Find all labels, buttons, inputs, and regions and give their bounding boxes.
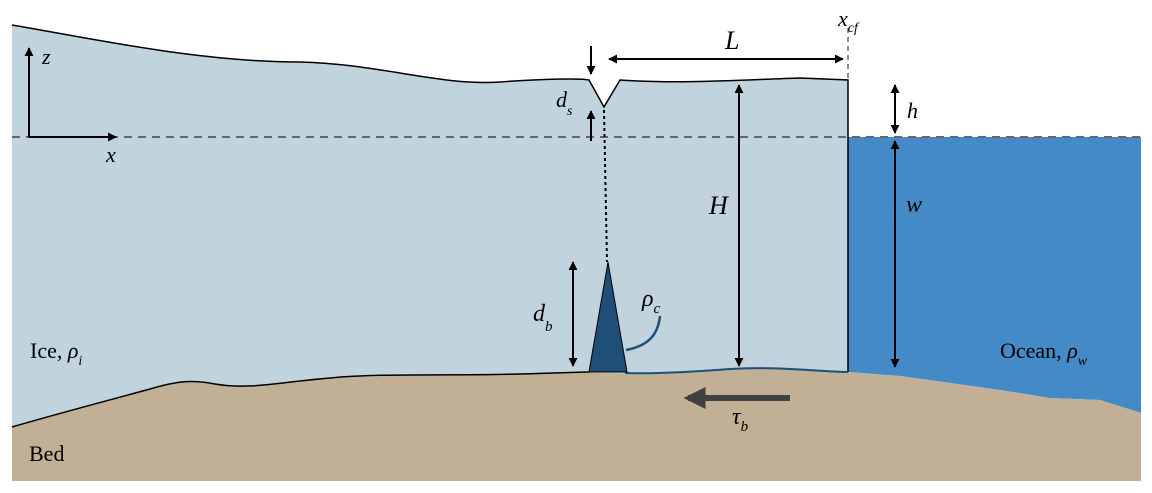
xcf-label: xcf	[837, 6, 860, 36]
L-label: L	[724, 26, 739, 55]
basal-crevasse	[588, 261, 628, 373]
rho-c-leader	[625, 315, 662, 352]
db-label: db	[533, 301, 553, 335]
H-label: H	[708, 191, 729, 220]
ice-base-outline-floating	[624, 367, 849, 375]
ice-label: Ice, ρi	[30, 338, 82, 369]
z-label: z	[41, 44, 51, 69]
ds-label: ds	[556, 87, 573, 119]
ocean-region	[848, 137, 1141, 413]
ice-region	[12, 25, 848, 427]
tau-b-label: τb	[732, 404, 749, 435]
ocean-label: Ocean, ρw	[1000, 338, 1088, 369]
ice-surface-outline	[11, 24, 849, 372]
bed-label: Bed	[29, 441, 64, 466]
bed-region	[12, 368, 1141, 481]
ice-base-outline	[11, 371, 591, 428]
h-label: h	[907, 98, 918, 123]
w-label: w	[906, 192, 922, 218]
crevasse-link-dotted	[603, 109, 608, 263]
rho-c-label: ρc	[641, 286, 661, 317]
x-label: x	[105, 142, 116, 167]
